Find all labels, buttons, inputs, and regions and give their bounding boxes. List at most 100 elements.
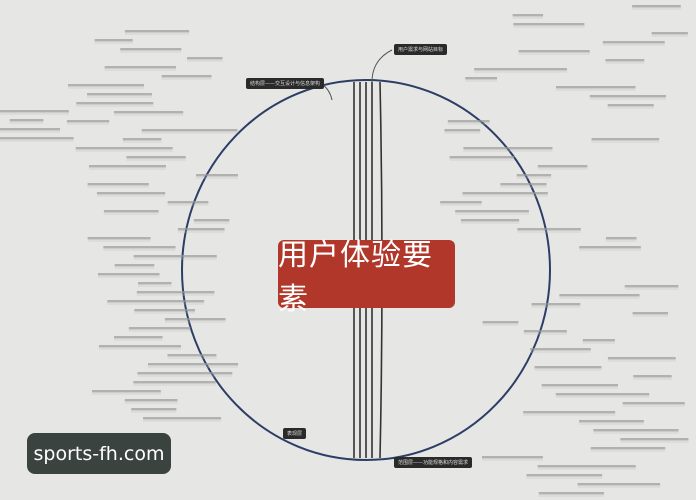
- left-node-text: [131, 408, 177, 411]
- left-node-text: [167, 201, 209, 204]
- right-node-text: [531, 303, 581, 306]
- right-node-text: [518, 50, 590, 53]
- left-node-text: [87, 237, 151, 240]
- branch-label-top-left[interactable]: 结构层——交互设计与信息架构: [246, 78, 325, 89]
- left-node-text: [161, 75, 212, 78]
- right-node-text: [602, 41, 665, 44]
- left-edge-text: [0, 110, 69, 113]
- right-node-text: [462, 192, 548, 195]
- right-node-text: [460, 219, 520, 222]
- right-node-text: [579, 246, 641, 249]
- right-node-text: [541, 384, 619, 387]
- right-node-text: [512, 14, 544, 17]
- branch-label-bottom[interactable]: 范围层——功能规格和内容需求: [394, 457, 473, 468]
- left-node-text: [126, 156, 186, 159]
- left-node-text: [120, 48, 182, 51]
- right-node-text: [590, 447, 666, 450]
- left-node-text: [122, 138, 162, 141]
- central-topic[interactable]: 用户体验要素: [278, 238, 455, 317]
- right-node-text: [474, 68, 567, 71]
- left-node-text: [133, 381, 216, 384]
- left-node-text: [114, 336, 163, 339]
- right-node-text: [463, 147, 553, 150]
- left-node-text: [128, 327, 191, 330]
- left-edge-text: [0, 137, 74, 140]
- left-node-text: [91, 390, 161, 393]
- left-node-text: [75, 147, 173, 150]
- left-node-text: [196, 174, 239, 177]
- branch-label-bottom-left[interactable]: 表现层: [283, 428, 307, 439]
- right-node-text: [449, 156, 515, 159]
- left-node-text: [88, 165, 166, 168]
- left-node-text: [193, 219, 230, 222]
- left-node-text: [133, 255, 217, 258]
- right-node-text: [607, 104, 654, 107]
- left-node-text: [76, 102, 154, 105]
- left-node-text: [143, 417, 222, 420]
- right-node-text: [605, 237, 637, 240]
- left-node-text: [124, 30, 190, 33]
- left-node-text: [107, 300, 205, 303]
- branch-label-top[interactable]: 用户需求与网站目标: [394, 44, 448, 55]
- right-node-text: [523, 411, 616, 414]
- left-node-text: [87, 183, 149, 186]
- left-node-text: [104, 66, 176, 69]
- left-node-text: [103, 246, 176, 249]
- right-node-text: [632, 5, 681, 8]
- right-node-text: [607, 357, 676, 360]
- right-node-text: [577, 483, 661, 486]
- right-node-text: [651, 32, 688, 35]
- right-node-text: [622, 402, 685, 405]
- right-node-text: [517, 228, 581, 231]
- left-node-text: [136, 291, 215, 294]
- watermark: sports-fh.com: [27, 433, 171, 474]
- right-node-text: [455, 210, 529, 213]
- left-node-text: [148, 363, 239, 366]
- right-node-text: [537, 165, 588, 168]
- right-node-text: [482, 321, 519, 324]
- right-node-text: [440, 201, 482, 204]
- right-node-text: [593, 429, 679, 432]
- right-node-text: [632, 312, 669, 315]
- right-node-text: [537, 465, 636, 468]
- left-node-text: [103, 210, 159, 213]
- right-node-text: [589, 95, 667, 98]
- right-node-text: [555, 86, 636, 89]
- left-node-text: [66, 120, 110, 123]
- left-node-text: [137, 372, 233, 375]
- left-node-text: [167, 354, 217, 357]
- right-node-text: [633, 375, 672, 378]
- left-node-text: [138, 282, 172, 285]
- right-node-text: [538, 492, 604, 495]
- left-node-text: [124, 399, 178, 402]
- left-node-text: [113, 111, 184, 114]
- right-node-text: [447, 120, 490, 123]
- right-node-text: [534, 366, 602, 369]
- right-node-text: [582, 339, 615, 342]
- left-node-text: [87, 93, 152, 96]
- left-edge-text: [0, 128, 61, 131]
- right-node-text: [620, 438, 689, 441]
- left-node-text: [94, 39, 133, 42]
- left-node-text: [97, 273, 160, 276]
- right-node-text: [559, 294, 640, 297]
- outer-ellipse: [181, 79, 551, 461]
- right-node-text: [444, 129, 481, 132]
- right-node-text: [591, 138, 660, 141]
- right-node-text: [465, 77, 497, 80]
- right-node-text: [624, 285, 679, 288]
- right-node-text: [605, 59, 645, 62]
- left-node-text: [164, 318, 226, 321]
- right-node-text: [482, 456, 543, 459]
- right-node-text: [500, 183, 547, 186]
- left-node-text: [114, 264, 155, 267]
- right-node-text: [523, 330, 567, 333]
- left-node-text: [186, 57, 223, 60]
- left-node-text: [98, 345, 181, 348]
- left-node-text: [134, 309, 195, 312]
- right-node-text: [530, 348, 591, 351]
- right-node-text: [513, 23, 585, 26]
- right-node-text: [579, 420, 644, 423]
- right-node-text: [516, 174, 552, 177]
